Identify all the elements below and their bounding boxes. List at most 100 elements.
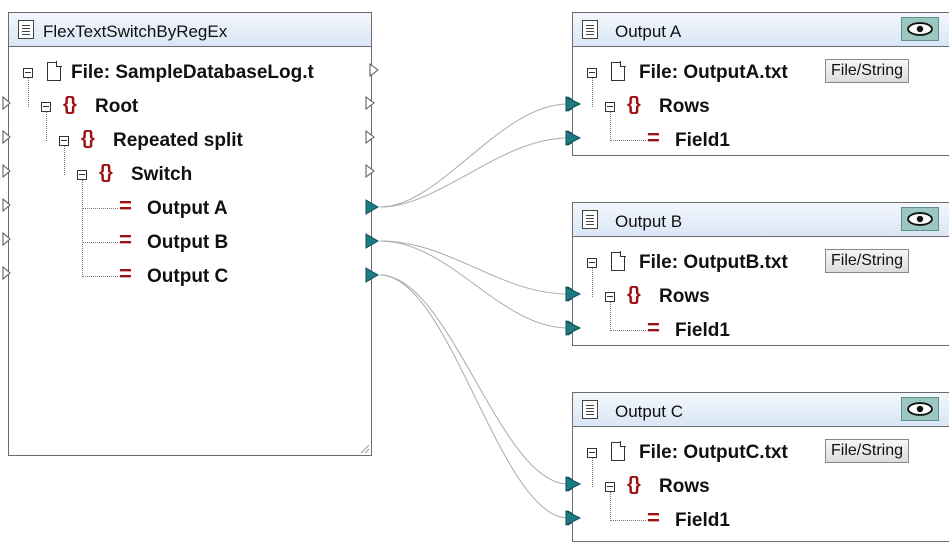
root-label: Root <box>95 96 139 117</box>
target-component-c[interactable]: Output C File: OutputC.txt File/String {… <box>572 392 949 542</box>
element-braces-icon: {} <box>99 162 113 183</box>
preview-eye-icon[interactable] <box>901 17 939 41</box>
source-component[interactable]: FlexTextSwitchByRegEx File: SampleDataba… <box>8 12 372 456</box>
source-file-label: File: SampleDatabaseLog.t <box>71 62 314 83</box>
tree-line <box>610 301 611 331</box>
preview-eye-icon[interactable] <box>901 397 939 421</box>
target-file-label: File: OutputA.txt <box>639 62 788 83</box>
target-file-row[interactable]: File: OutputB.txt File/String <box>573 247 949 279</box>
target-title: Output B <box>615 212 683 231</box>
preview-eye-icon[interactable] <box>901 207 939 231</box>
field1-label: Field1 <box>675 320 730 341</box>
field-icon: = <box>119 261 132 286</box>
tree-line <box>82 276 118 277</box>
element-braces-icon: {} <box>81 128 95 149</box>
collapse-icon[interactable] <box>23 68 33 78</box>
target-header[interactable]: Output C <box>573 393 949 427</box>
collapse-icon[interactable] <box>587 68 597 78</box>
tree-line <box>46 111 47 141</box>
element-braces-icon: {} <box>627 284 641 305</box>
target-file-row[interactable]: File: OutputC.txt File/String <box>573 437 949 469</box>
target-rows-row[interactable]: {} Rows <box>573 471 949 503</box>
file-string-button[interactable]: File/String <box>825 439 910 463</box>
collapse-icon[interactable] <box>587 258 597 268</box>
tree-line <box>82 179 83 277</box>
field-icon: = <box>647 125 660 150</box>
source-output-b-row[interactable]: = Output B <box>9 227 371 259</box>
field-icon: = <box>647 315 660 340</box>
collapse-icon[interactable] <box>77 170 87 180</box>
collapse-icon[interactable] <box>605 482 615 492</box>
tree-line <box>610 111 611 141</box>
rows-label: Rows <box>659 476 710 497</box>
element-braces-icon: {} <box>63 94 77 115</box>
wire-b-rows <box>379 240 569 295</box>
element-braces-icon: {} <box>627 94 641 115</box>
wire-c-rows <box>379 274 569 485</box>
field1-label: Field1 <box>675 130 730 151</box>
collapse-icon[interactable] <box>59 136 69 146</box>
target-component-b[interactable]: Output B File: OutputB.txt File/String {… <box>572 202 949 346</box>
resize-grip-icon[interactable] <box>360 444 370 454</box>
wire-a-field <box>379 137 569 208</box>
target-header[interactable]: Output A <box>573 13 949 47</box>
file-string-button[interactable]: File/String <box>825 249 910 273</box>
source-header[interactable]: FlexTextSwitchByRegEx <box>9 13 371 47</box>
source-split-row[interactable]: {} Repeated split <box>9 125 371 157</box>
target-field-row[interactable]: = Field1 <box>573 505 949 537</box>
source-root-row[interactable]: {} Root <box>9 91 371 123</box>
wire-c-field <box>379 274 569 519</box>
tree-line <box>82 208 118 209</box>
component-icon <box>582 210 598 229</box>
tree-line <box>592 457 593 487</box>
source-output-c-row[interactable]: = Output C <box>9 261 371 293</box>
tree-line <box>610 520 646 521</box>
target-rows-row[interactable]: {} Rows <box>573 91 949 123</box>
target-header[interactable]: Output B <box>573 203 949 237</box>
component-icon <box>582 400 598 419</box>
field1-label: Field1 <box>675 510 730 531</box>
tree-line <box>610 491 611 521</box>
collapse-icon[interactable] <box>605 102 615 112</box>
tree-line <box>64 145 65 175</box>
rows-label: Rows <box>659 286 710 307</box>
field-icon: = <box>119 227 132 252</box>
wire-b-field <box>379 240 569 329</box>
target-field-row[interactable]: = Field1 <box>573 315 949 347</box>
field-icon: = <box>647 505 660 530</box>
tree-line <box>610 140 646 141</box>
output-c-label: Output C <box>147 266 229 287</box>
collapse-icon[interactable] <box>41 102 51 112</box>
target-file-label: File: OutputB.txt <box>639 252 788 273</box>
file-icon <box>47 61 62 81</box>
tree-line <box>82 242 118 243</box>
tree-line <box>592 77 593 107</box>
repeated-split-label: Repeated split <box>113 130 243 151</box>
target-title: Output C <box>615 402 684 421</box>
target-rows-row[interactable]: {} Rows <box>573 281 949 313</box>
wire-a-rows <box>379 103 569 208</box>
file-string-button[interactable]: File/String <box>825 59 910 83</box>
source-switch-row[interactable]: {} Switch <box>9 159 371 191</box>
target-title: Output A <box>615 22 682 41</box>
file-icon <box>611 251 626 271</box>
file-icon <box>611 441 626 461</box>
target-file-row[interactable]: File: OutputA.txt File/String <box>573 57 949 89</box>
tree-line <box>610 330 646 331</box>
switch-label: Switch <box>131 164 193 185</box>
collapse-icon[interactable] <box>605 292 615 302</box>
tree-line <box>28 77 29 107</box>
target-field-row[interactable]: = Field1 <box>573 125 949 157</box>
output-b-label: Output B <box>147 232 229 253</box>
collapse-icon[interactable] <box>587 448 597 458</box>
source-title: FlexTextSwitchByRegEx <box>43 22 228 41</box>
target-component-a[interactable]: Output A File: OutputA.txt File/String {… <box>572 12 949 156</box>
output-a-label: Output A <box>147 198 228 219</box>
file-icon <box>611 61 626 81</box>
tree-line <box>592 267 593 297</box>
source-output-a-row[interactable]: = Output A <box>9 193 371 225</box>
target-file-label: File: OutputC.txt <box>639 442 788 463</box>
component-icon <box>18 20 34 39</box>
source-file-row[interactable]: File: SampleDatabaseLog.t <box>9 57 371 89</box>
